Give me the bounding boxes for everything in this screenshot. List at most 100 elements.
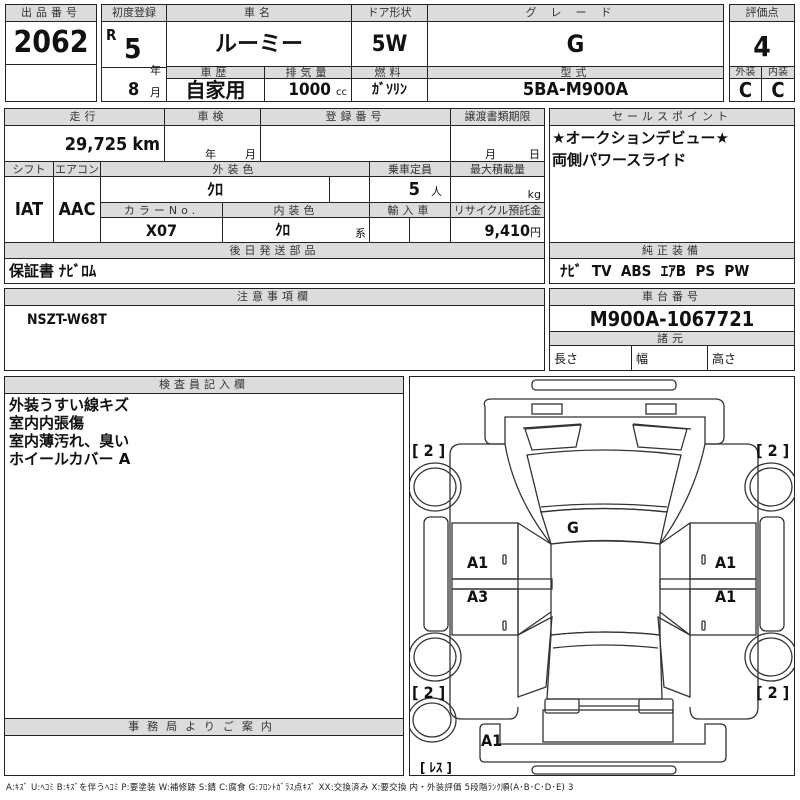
aircon-value: AAC bbox=[54, 177, 101, 243]
specs-label: 諸元 bbox=[550, 332, 794, 346]
transfer-deadline-cell: 月 日 bbox=[451, 126, 544, 162]
sales-point-line: ★オークションデビュー★ bbox=[552, 129, 729, 147]
int-color-cell: ｸﾛ 系 bbox=[223, 218, 370, 243]
interior-score: C bbox=[771, 79, 785, 101]
transfer-month-unit: 月 bbox=[485, 148, 496, 161]
displacement-unit: cc bbox=[336, 87, 347, 98]
inspection-label: 車検 bbox=[165, 109, 261, 126]
inspection-cell: 年 月 bbox=[165, 126, 261, 162]
interior-label: 内装 bbox=[762, 67, 794, 79]
first-reg-era: R bbox=[106, 26, 117, 44]
car-name-value: ルーミー bbox=[167, 22, 352, 67]
registration-label: 登録番号 bbox=[261, 109, 451, 126]
inspector-label: 検査員記入欄 bbox=[5, 377, 403, 394]
mileage-value: 29,725 bbox=[64, 134, 128, 155]
mileage-label: 走行 bbox=[5, 109, 165, 126]
shift-label: シフト bbox=[5, 162, 54, 177]
color-no-label: カラーNo. bbox=[101, 203, 223, 218]
model-value: 5BA-M900A bbox=[522, 79, 629, 100]
displacement-value: 1000 bbox=[288, 80, 331, 100]
tire-front-right-label: [ 2 ] bbox=[756, 441, 790, 460]
tire-front-left-label: [ 2 ] bbox=[412, 441, 446, 460]
sales-points-box: セールスポイント ★オークションデビュー★ 両側パワースライド 純正装備 ﾅﾋﾞ… bbox=[549, 108, 795, 284]
lot-number-label: 出品番号 bbox=[6, 5, 96, 22]
inspector-line: 外装うすい線キズ bbox=[9, 396, 130, 414]
history-label: 車歴 bbox=[167, 67, 265, 79]
inspector-line: 室内内張傷 bbox=[9, 414, 85, 432]
first-reg-month-unit: 月 bbox=[150, 86, 161, 99]
score-label: 評価点 bbox=[730, 5, 794, 22]
exterior-score: C bbox=[730, 79, 762, 101]
damage-legend: A:ｷｽﾞ U:ﾍｺﾐ B:ｷｽﾞを伴うﾍｺﾐ P:要塗装 W:補修跡 S:錆 … bbox=[6, 783, 574, 793]
max-load-label: 最大積載量 bbox=[451, 162, 544, 177]
spec-width: 幅 bbox=[632, 346, 708, 370]
max-load-cell: kg bbox=[451, 177, 544, 203]
rear-right-door-mark: A1 bbox=[715, 587, 737, 606]
spec-height: 高さ bbox=[712, 352, 737, 366]
front-right-door-mark: A1 bbox=[715, 553, 737, 572]
windshield-mark: G bbox=[567, 518, 579, 537]
recycle-cell: 9,410円 bbox=[451, 218, 544, 243]
sales-point-line: 両側パワースライド bbox=[552, 151, 687, 169]
inspection-month-unit: 月 bbox=[245, 148, 256, 161]
import-cell-1 bbox=[370, 218, 410, 243]
ext-color-extra bbox=[330, 177, 370, 203]
capacity-cell: 5 人 bbox=[370, 177, 451, 203]
exterior-label: 外装 bbox=[730, 67, 762, 79]
transfer-day-unit: 日 bbox=[529, 148, 540, 161]
equipment-label: 純正装備 bbox=[550, 243, 794, 259]
car-name-label: 車名 bbox=[167, 5, 352, 22]
grade-label: グレード bbox=[428, 5, 723, 22]
ext-color-label: 外装色 bbox=[101, 162, 370, 177]
spec-length: 長さ bbox=[550, 346, 632, 370]
chassis-label: 車台番号 bbox=[550, 289, 794, 306]
score-box: 評価点 4 外装 内装 C C bbox=[729, 4, 795, 102]
mileage-cell: 29,725 km bbox=[5, 126, 165, 162]
office-label: 事務局よりご案内 bbox=[5, 719, 403, 736]
door-label: ドア形状 bbox=[352, 5, 428, 22]
capacity-unit: 人 bbox=[431, 185, 442, 198]
recycle-value: 9,410 bbox=[484, 221, 530, 240]
recycle-unit: 円 bbox=[530, 226, 541, 239]
int-color-value: ｸﾛ bbox=[275, 221, 291, 239]
displacement-label: 排気量 bbox=[265, 67, 352, 79]
lot-number-box: 出品番号 2062 bbox=[5, 4, 97, 102]
tire-rear-right-label: [ 2 ] bbox=[756, 683, 790, 702]
first-reg-month: 8 bbox=[128, 79, 140, 100]
inspection-year-unit: 年 bbox=[205, 148, 216, 161]
score-value: 4 bbox=[730, 22, 794, 67]
int-color-suffix: 系 bbox=[355, 227, 366, 240]
lot-number-blank bbox=[6, 65, 96, 101]
mileage-unit: km bbox=[132, 134, 160, 155]
first-reg-label: 初度登録 bbox=[102, 5, 167, 22]
rear-left-door-mark: A3 bbox=[467, 587, 489, 606]
import-label: 輸入車 bbox=[370, 203, 451, 218]
fuel-label: 燃料 bbox=[352, 67, 428, 79]
transfer-deadline-label: 譲渡書類期限 bbox=[451, 109, 544, 126]
first-reg-year: 5 bbox=[124, 32, 142, 65]
max-load-unit: kg bbox=[527, 188, 541, 201]
office-body bbox=[5, 736, 403, 775]
aircon-label: エアコン bbox=[54, 162, 101, 177]
front-left-door-mark: A1 bbox=[467, 553, 489, 572]
spare-tire-label: [ ﾚｽ ] bbox=[420, 761, 452, 776]
displacement-cell: 1000 cc bbox=[265, 79, 352, 101]
inspector-body: 外装うすい線キズ 室内内張傷 室内薄汚れ、臭い ホイールカバー A bbox=[5, 394, 403, 719]
sales-points-body: ★オークションデビュー★ 両側パワースライド bbox=[550, 126, 794, 243]
chassis-box: 車台番号 M900A-1067721 諸元 長さ 幅 高さ bbox=[549, 288, 795, 371]
ext-color-value: ｸﾛ bbox=[101, 177, 330, 203]
recycle-label: リサイクル預託金 bbox=[451, 203, 544, 218]
inspector-line: ホイールカバー A bbox=[9, 450, 131, 468]
sales-points-label: セールスポイント bbox=[550, 109, 794, 126]
capacity-label: 乗車定員 bbox=[370, 162, 451, 177]
first-reg-year-unit: 年 bbox=[150, 64, 161, 77]
color-no-value: X07 bbox=[101, 218, 223, 243]
later-parts-label: 後日発送部品 bbox=[5, 243, 544, 259]
shift-value: IAT bbox=[5, 177, 54, 243]
notes-box: 注意事項欄 NSZT-W68T bbox=[4, 288, 545, 371]
import-cell-2 bbox=[410, 218, 451, 243]
damage-diagram: [ 2 ] [ 2 ] [ 2 ] [ 2 ] [ ﾚｽ ] G A1 A3 A… bbox=[409, 376, 795, 776]
first-reg-cell: R 5 年 8 月 bbox=[102, 22, 167, 101]
grade-value: G bbox=[428, 22, 723, 67]
vehicle-summary: 初度登録 R 5 年 8 月 車名 ルーミー ドア形状 5W グレード G 車歴… bbox=[101, 4, 724, 102]
